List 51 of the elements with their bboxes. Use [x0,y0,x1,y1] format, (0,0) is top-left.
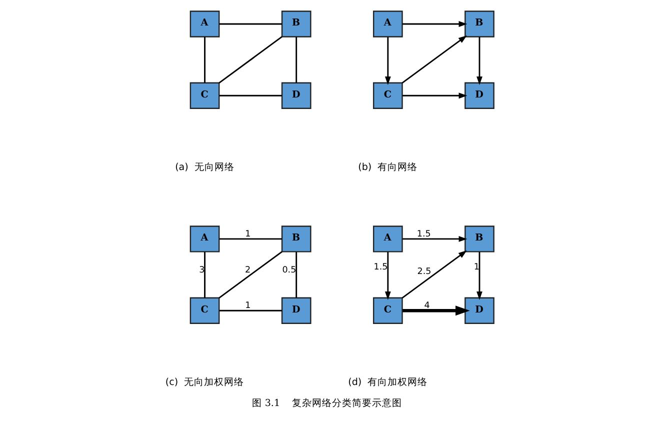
connector [204,252,205,298]
arrow [384,252,390,300]
arrow [476,252,482,300]
connector [218,36,282,84]
node-box: B [280,226,311,252]
edge-label: 1 [244,301,250,312]
arrow [476,36,482,85]
node-box: B [464,226,494,252]
node-box: B [280,10,311,38]
arrow [402,21,467,27]
arrow [402,306,470,316]
node-box: C [189,297,220,324]
node-box: A [372,226,402,252]
label: (b) 有向网络 [358,162,418,173]
node-box: C [372,297,402,324]
connector [218,310,282,312]
edge-label: 2.5 [416,266,431,277]
edge-label: 3 [198,265,204,276]
node-box: D [464,297,494,324]
connector [218,251,282,298]
node-box: A [372,10,402,38]
label: (c) 无向加权网络 [164,376,244,388]
edge-label: 1.5 [416,229,430,240]
arrow [402,236,467,242]
connector [218,238,282,240]
node-box: C [189,82,220,109]
connector [218,94,282,96]
edge-label: 2 [244,265,250,276]
label: (a) 无向网络 [174,162,234,173]
edge-label: 0.5 [282,265,296,276]
arrow [384,36,390,85]
node-box: C [372,82,402,109]
edge-label: 1.5 [373,262,388,272]
arrow [401,35,466,84]
label: (d) 有向加权网络 [348,376,428,388]
node-box: D [464,82,494,109]
edge-label: 4 [424,301,430,312]
connector [218,23,282,25]
edge-label: 1 [473,262,479,272]
node-box: B [464,10,494,38]
node-box: D [280,82,311,109]
arrow [401,250,466,298]
node-box: D [280,297,311,324]
connector [295,36,297,83]
arrow [402,92,467,99]
node-box: A [189,226,220,252]
edge-label: 1 [244,229,250,240]
node-box: A [189,10,220,38]
diagram-title: 图 3.1 复杂网络分类简要示意图 [251,398,402,409]
connector [204,36,205,83]
connector [295,252,297,298]
